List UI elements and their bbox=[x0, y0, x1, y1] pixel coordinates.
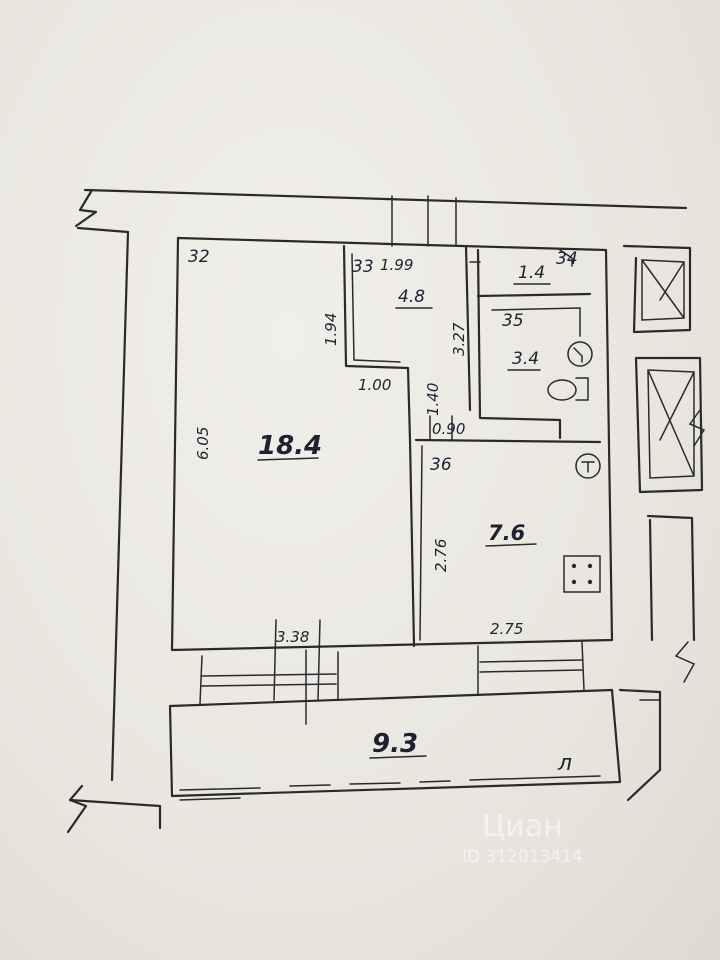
loggia bbox=[168, 641, 662, 802]
top-building-line bbox=[83, 188, 688, 210]
kitchen-tap-icon bbox=[581, 461, 595, 473]
kitchen-sink-icon bbox=[575, 453, 601, 479]
shaft-lower bbox=[634, 356, 704, 494]
left-bottom-wall bbox=[68, 798, 162, 830]
room-number-32: 32 bbox=[188, 247, 210, 267]
wc-area: 1.4 bbox=[518, 263, 545, 283]
dim-living-length: 6.05 bbox=[194, 427, 212, 460]
dim-door-width: 0.90 bbox=[432, 420, 465, 438]
bath-inner-wall bbox=[476, 248, 562, 440]
living-hall-partition bbox=[342, 244, 416, 648]
left-building-wall bbox=[76, 226, 130, 782]
dim-kitchen-length: 2.76 bbox=[432, 539, 450, 572]
apartment-outer-wall bbox=[170, 236, 614, 652]
room-number-34: 34 bbox=[556, 249, 578, 269]
bathtub bbox=[491, 307, 581, 337]
break-mark-right-top bbox=[688, 409, 706, 447]
sink-tap-icon bbox=[573, 347, 583, 363]
burner-1-icon bbox=[571, 563, 577, 569]
kitchen-top-wall bbox=[414, 438, 602, 444]
bath-sink-icon bbox=[567, 341, 593, 367]
burner-2-icon bbox=[587, 563, 593, 569]
dim-corridor-width: 1.00 bbox=[358, 376, 391, 394]
dim-line-bottom-left bbox=[273, 619, 321, 725]
stove-icon bbox=[563, 555, 601, 593]
wall-nub bbox=[559, 249, 573, 267]
watermark-id: ID 312013414 bbox=[462, 847, 583, 867]
break-mark-top bbox=[74, 188, 98, 228]
dimension-lines bbox=[273, 261, 481, 725]
toilet-tank-icon bbox=[575, 377, 589, 401]
room-number-36: 36 bbox=[430, 455, 452, 475]
kitchen-area: 7.6 bbox=[488, 521, 525, 545]
bath-area: 3.4 bbox=[512, 349, 539, 369]
dim-corridor-length: 1.40 bbox=[424, 383, 442, 416]
dim-living-width: 3.38 bbox=[276, 628, 309, 646]
watermark-brand: Циан bbox=[482, 809, 563, 844]
room-number-35: 35 bbox=[502, 311, 524, 331]
window-top bbox=[391, 195, 457, 247]
shaft-upper-cross bbox=[641, 259, 685, 321]
balcony-door-left bbox=[199, 651, 339, 705]
right-step-line bbox=[639, 699, 661, 771]
hall-area: 4.8 bbox=[398, 287, 425, 307]
dim-hall-width: 1.99 bbox=[380, 256, 413, 274]
room-number-33: 33 bbox=[352, 257, 374, 277]
balcony-door-right-leaf bbox=[479, 659, 583, 673]
building-outline bbox=[66, 188, 688, 834]
loggia-glazing-2 bbox=[179, 797, 241, 801]
shaft-lower-cross bbox=[647, 369, 695, 479]
break-mark-right bbox=[674, 641, 696, 683]
shaft-upper bbox=[622, 244, 692, 334]
kitchen-area-underline bbox=[485, 543, 537, 547]
living-room-area: 18.4 bbox=[258, 431, 322, 461]
toilet-bowl-icon bbox=[547, 379, 577, 401]
hall-inner-wall bbox=[351, 253, 401, 363]
burner-3-icon bbox=[571, 579, 577, 585]
dim-bath-length: 3.27 bbox=[450, 322, 468, 356]
kitchen-left-wall-inner bbox=[419, 445, 423, 641]
right-bottom-wall bbox=[618, 688, 662, 802]
right-shafts bbox=[622, 244, 706, 771]
apartment-walls bbox=[170, 195, 614, 652]
living-room-area-underline bbox=[257, 457, 319, 461]
loggia-glazing-dashed bbox=[179, 775, 601, 791]
hall-bath-partition bbox=[464, 244, 472, 412]
balcony-door-right bbox=[477, 641, 585, 695]
break-mark-bottom bbox=[66, 784, 88, 834]
balcony-door-left-leaf bbox=[201, 673, 337, 687]
burner-4-icon bbox=[587, 579, 593, 585]
dim-hall-length: 1.94 bbox=[322, 313, 340, 346]
dim-tick-090 bbox=[429, 415, 453, 441]
wc-bath-divider bbox=[476, 292, 592, 298]
stair-wall bbox=[646, 514, 696, 642]
loggia-area: 9.3 bbox=[372, 729, 418, 759]
loggia-outline bbox=[168, 688, 622, 798]
dim-kitchen-width: 2.75 bbox=[490, 620, 523, 638]
fixtures bbox=[547, 341, 601, 593]
watermark: Циан ID 312013414 bbox=[462, 809, 583, 867]
loggia-area-underline bbox=[369, 755, 427, 759]
loggia-mark: л bbox=[557, 751, 572, 776]
